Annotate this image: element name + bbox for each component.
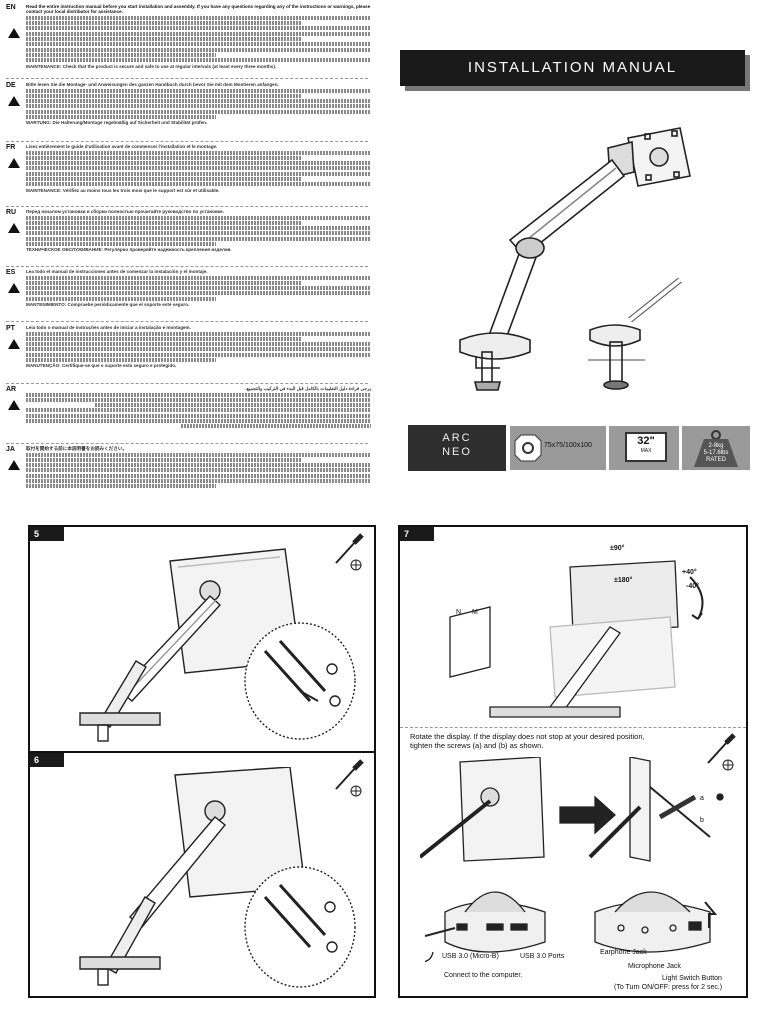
weight-rated: RATED	[706, 457, 726, 463]
microphone-jack-label: Microphone Jack	[628, 963, 681, 970]
warning-block-ar: AR يرجى قراءة دليل التعليمات بالكامل قبل…	[6, 386, 371, 442]
step-number: 6	[30, 753, 64, 767]
warning-footer: MANTENIMIENTO: Compruebe periódicamente …	[26, 302, 190, 308]
label-n: N	[456, 609, 462, 616]
screen-size-value: 32"	[637, 435, 655, 447]
screw-b-label: b	[700, 817, 704, 824]
rotate-instruction-line-1: Rotate the display. If the display does …	[410, 732, 645, 741]
step-6-illustration	[79, 767, 356, 988]
warning-heading: Lea todo el manual de instrucciones ante…	[26, 269, 208, 274]
light-switch-hint: (To Turn ON/OFF: press for 2 sec.)	[614, 984, 723, 991]
rotate-instruction: Rotate the display. If the display does …	[410, 732, 700, 750]
divider	[6, 443, 368, 444]
vesa-spec-badge: 75x75/100x100	[510, 426, 606, 470]
warning-heading: Lisez entièrement le guide d'utilisation…	[26, 144, 218, 149]
weight-lbs: 5-17.6lbs	[703, 450, 729, 456]
warning-block-es: ES Lea todo el manual de instrucciones a…	[6, 269, 371, 319]
warning-heading: Перед началом установки и сборки полност…	[26, 209, 224, 214]
lang-code: JA	[6, 446, 15, 453]
usb-base-illustration	[425, 891, 718, 963]
monitor-icon: 32" MAX	[625, 432, 667, 462]
weight-kg: 2-8kg	[708, 443, 724, 449]
product-line2: NEO	[442, 446, 472, 458]
step-number: 7	[400, 527, 434, 541]
rotate-instruction-line-2: tighten the screws (a) and (b) as shown.	[410, 741, 544, 750]
usb-ports-label: USB 3.0 Ports	[520, 953, 565, 960]
warning-heading: Read the entire instruction manual befor…	[26, 4, 371, 15]
lang-code: FR	[6, 144, 16, 151]
warning-triangle-icon	[8, 460, 20, 470]
divider	[6, 206, 368, 207]
warning-footer: ТЕХНИЧЕСКОЕ ОБСЛУЖИВАНИЕ: Регулярно пров…	[26, 247, 232, 253]
step-5-panel: 5	[28, 525, 376, 753]
warning-footer: WARTUNG: Die Halterung/Montage regelmäßi…	[26, 120, 208, 126]
divider	[6, 141, 368, 142]
lang-code: DE	[6, 82, 16, 89]
screwdriver-icon	[335, 533, 364, 571]
warning-block-ja: JA 取付を開始する前に本説明書をお読みください。	[6, 446, 371, 506]
weight-icon	[694, 430, 738, 467]
tighten-screws-illustration	[420, 757, 724, 862]
rotate-90-label: ±90°	[610, 545, 625, 552]
divider	[6, 383, 368, 384]
warning-block-ru: RU Перед началом установки и сборки полн…	[6, 209, 371, 265]
step-7-panel: 7 ±90° ±180° +40° -40° N M Rotate the di…	[398, 525, 748, 998]
divider	[6, 266, 368, 267]
screwdriver-icon	[707, 733, 736, 771]
manual-title: INSTALLATION MANUAL	[400, 50, 745, 86]
step-number: 5	[30, 527, 64, 541]
label-m: M	[472, 609, 478, 616]
lang-code: RU	[6, 209, 17, 216]
warning-triangle-icon	[8, 283, 20, 293]
warning-heading: 取付を開始する前に本説明書をお読みください。	[26, 446, 128, 451]
lang-code: AR	[6, 386, 17, 393]
vesa-icon	[514, 434, 542, 462]
light-switch-label: Light Switch Button	[662, 975, 722, 982]
warning-block-fr: FR Lisez entièrement le guide d'utilisat…	[6, 144, 371, 206]
warning-footer: MAINTENANCE: Vérifiez au moins tous les …	[26, 187, 220, 193]
screen-size-badge: 32" MAX	[609, 426, 679, 470]
monitor-arm-illustration	[459, 127, 691, 391]
warning-footer: MANUTENÇÃO: Certifique-se que o suporte …	[26, 363, 177, 369]
warning-triangle-icon	[8, 223, 20, 233]
warning-triangle-icon	[8, 96, 20, 106]
divider	[6, 321, 368, 322]
product-name-badge: ARC NEO	[408, 425, 506, 471]
warning-heading: Leia todo o manual de instruções antes d…	[26, 325, 191, 330]
lang-code: ES	[6, 269, 16, 276]
weight-badge: 2-8kg 5-17.6lbs RATED	[682, 426, 750, 470]
usb-micro-b-label: USB 3.0 (Micro-B)	[442, 953, 499, 960]
step-5-illustration	[79, 548, 356, 742]
warning-triangle-icon	[8, 400, 20, 410]
warning-triangle-icon	[8, 158, 20, 168]
divider	[6, 78, 368, 79]
warning-block-en: EN Read the entire instruction manual be…	[6, 4, 371, 74]
tilt-down-label: -40°	[686, 583, 699, 590]
connect-computer-label: Connect to the computer.	[444, 972, 523, 979]
warning-heading: Bitte lesen Sie die Montage- und Anweisu…	[26, 82, 279, 87]
lang-code: PT	[6, 325, 15, 332]
step-6-panel: 6	[28, 751, 376, 998]
warning-footer: MAINTENANCE: Check that the product is s…	[26, 63, 277, 69]
product-line1: ARC	[442, 432, 472, 444]
screen-size-sub: MAX	[640, 448, 652, 454]
warning-block-de: DE Bitte lesen Sie die Montage- und Anwe…	[6, 82, 371, 140]
warning-block-pt: PT Leia todo o manual de instruções ante…	[6, 325, 371, 381]
warning-heading: يرجى قراءة دليل التعليمات بالكامل قبل ال…	[245, 386, 371, 391]
earphone-jack-label: Earphone Jack	[600, 949, 647, 956]
warning-triangle-icon	[8, 28, 20, 38]
screw-a-label: a	[700, 795, 704, 802]
tilt-up-label: +40°	[682, 569, 697, 576]
divider	[400, 727, 746, 728]
rotate-180-label: ±180°	[614, 577, 633, 584]
warning-triangle-icon	[8, 339, 20, 349]
lang-code: EN	[6, 4, 16, 11]
rotation-diagram	[449, 560, 704, 718]
weight-text: 2-8kg 5-17.6lbs RATED	[696, 443, 736, 464]
vesa-spec-text: 75x75/100x100	[544, 442, 592, 449]
screwdriver-icon	[335, 759, 364, 797]
